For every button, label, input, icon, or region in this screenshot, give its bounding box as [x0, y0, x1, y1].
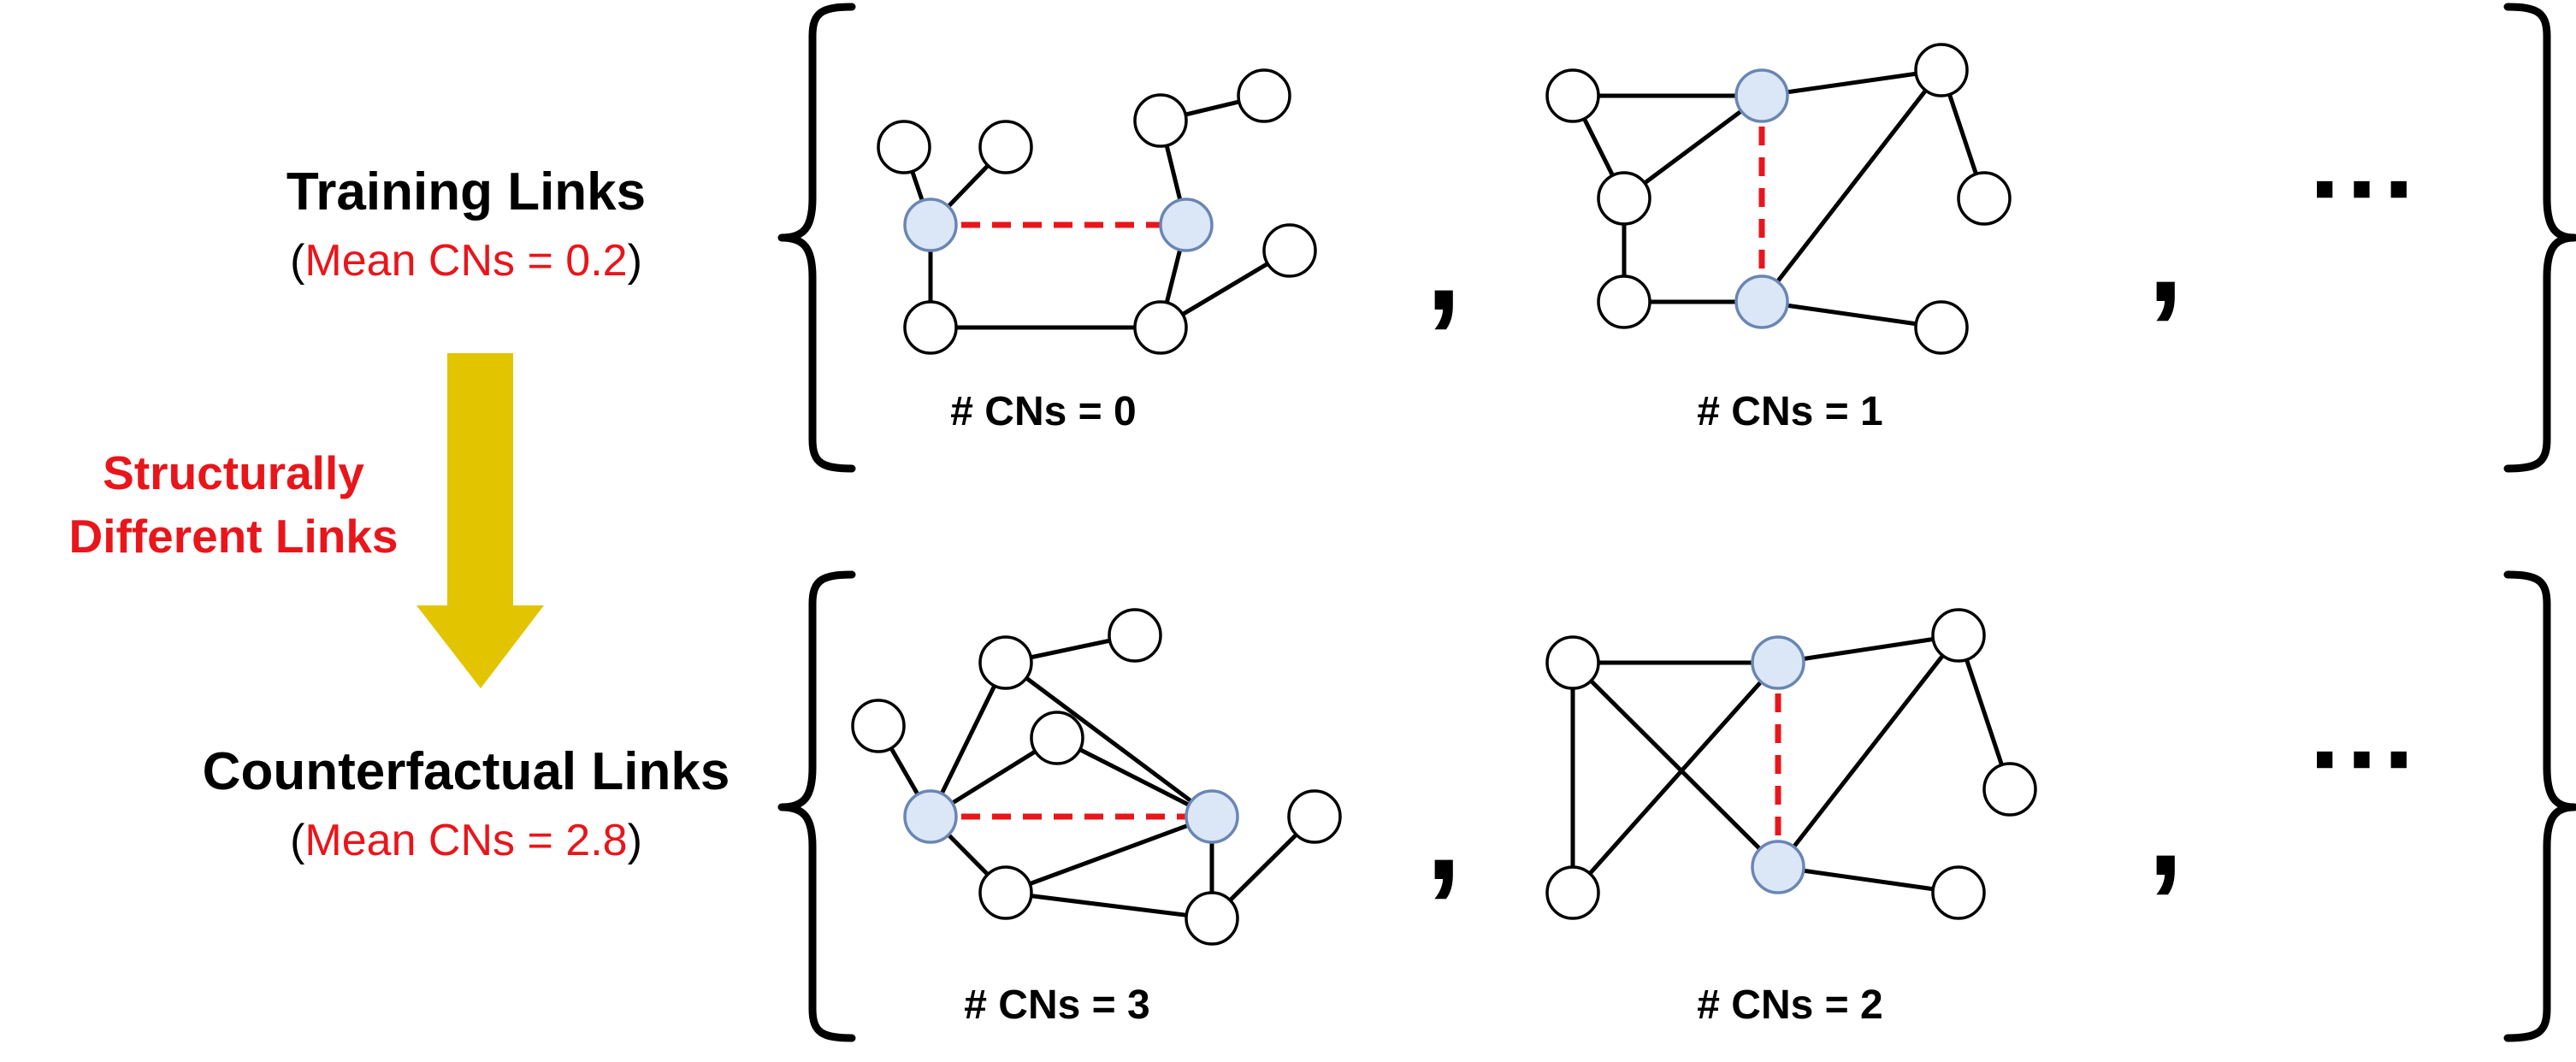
- bottom-right-brace: [2503, 570, 2576, 1042]
- graph-cns-1: [1545, 43, 2012, 355]
- separator-comma: ,: [2148, 185, 2183, 328]
- counterfactual-mean-cns: (Mean CNs = 2.8): [290, 816, 642, 865]
- shift-label-line-1: Structurally: [103, 446, 364, 499]
- counterfactual-mean-cns-value: Mean CNs = 2.8: [304, 816, 627, 865]
- link-endpoint-node: [1751, 635, 1805, 690]
- bottom-left-brace: [777, 570, 856, 1042]
- link-endpoint-node: [1185, 789, 1239, 844]
- shift-label-line-2: Different Links: [68, 510, 398, 563]
- link-endpoint-node: [903, 789, 958, 844]
- link-endpoint-node: [1751, 840, 1805, 894]
- separator-comma: ,: [1426, 763, 1462, 906]
- shift-arrow: [417, 353, 544, 688]
- link-endpoint-node: [1734, 274, 1789, 329]
- training-links-title: Training Links: [287, 162, 646, 221]
- ellipsis: ···: [2309, 696, 2420, 821]
- graph-cns-3-label: # CNs = 3: [964, 982, 1149, 1028]
- graph-cns-0-label: # CNs = 0: [950, 389, 1136, 434]
- graph-cns-3: [851, 608, 1342, 946]
- graph-cns-2-label: # CNs = 2: [1697, 982, 1882, 1028]
- graph-cns-0: [877, 68, 1317, 355]
- link-endpoint-node: [1159, 198, 1214, 252]
- training-mean-cns: (Mean CNs = 0.2): [290, 236, 642, 286]
- graph-cns-2: [1545, 608, 2037, 920]
- separator-comma: ,: [2148, 758, 2183, 902]
- separator-comma: ,: [1426, 193, 1462, 337]
- training-mean-cns-value: Mean CNs = 0.2: [304, 236, 627, 286]
- graph-cns-1-label: # CNs = 1: [1697, 389, 1882, 434]
- counterfactual-links-title: Counterfactual Links: [203, 742, 730, 801]
- ellipsis: ···: [2309, 126, 2420, 251]
- top-right-brace: [2503, 3, 2576, 473]
- link-endpoint-node: [903, 198, 958, 252]
- link-endpoint-node: [1734, 68, 1789, 123]
- top-left-brace: [777, 3, 856, 473]
